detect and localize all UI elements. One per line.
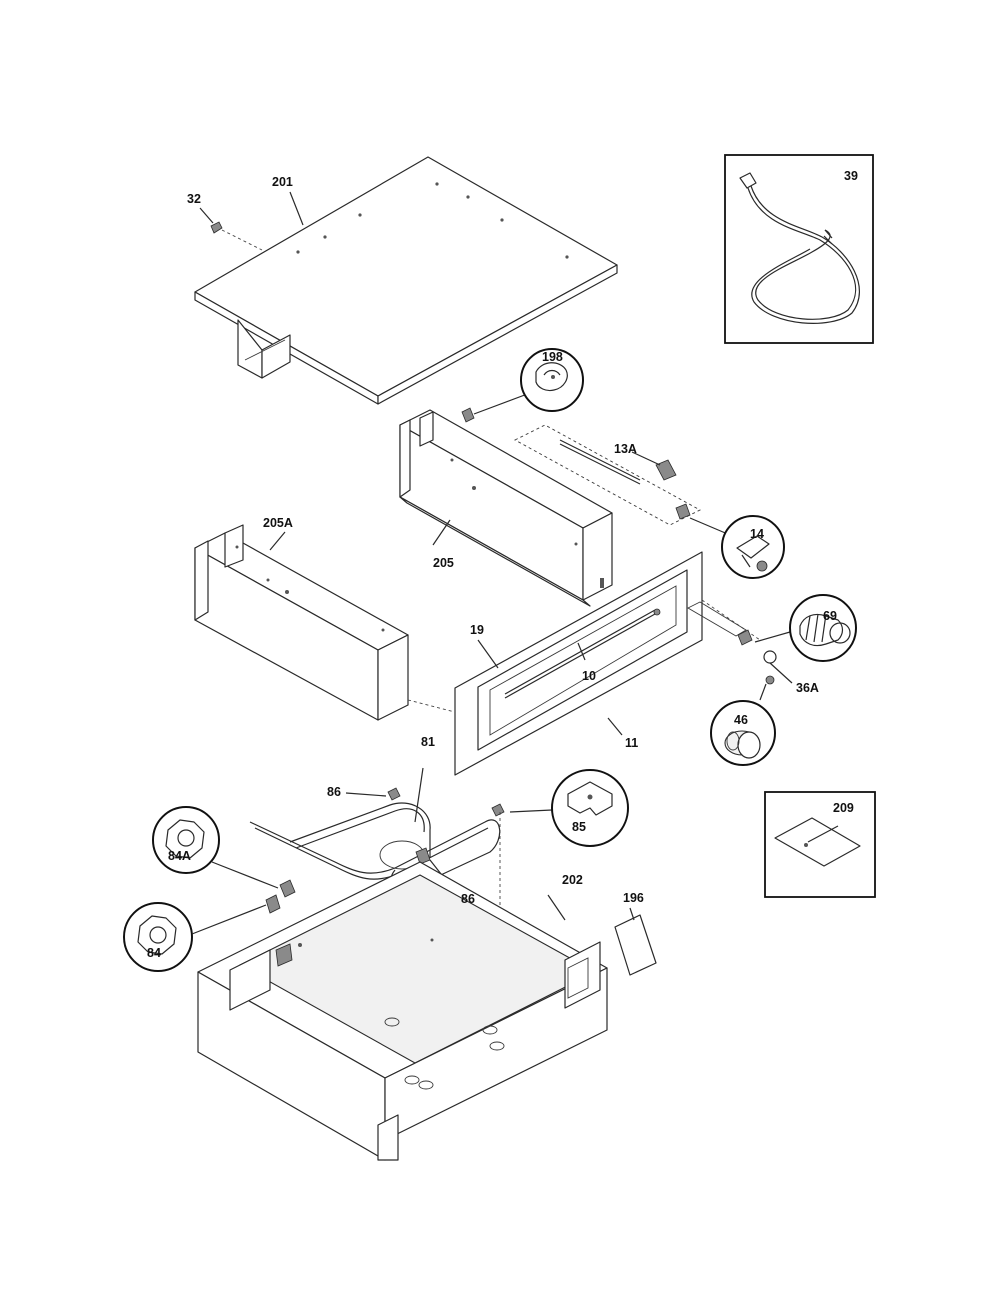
label-81: 81 — [421, 735, 435, 749]
top-panel-201 — [194, 156, 618, 405]
label-201: 201 — [272, 175, 293, 189]
label-205a: 205A — [263, 516, 293, 530]
clip-85-callout — [551, 769, 629, 847]
label-14: 14 — [750, 527, 764, 541]
receptacle-84a-callout — [152, 806, 279, 889]
part-labels: 32 201 39 198 13A 14 205A 205 19 10 11 6… — [147, 169, 858, 960]
hardware-69-36a-46 — [687, 601, 793, 701]
front-panel-19 — [454, 551, 703, 776]
clip-198 — [461, 348, 584, 423]
label-198: 198 — [542, 350, 563, 364]
box-202 — [197, 861, 608, 1161]
label-69: 69 — [823, 609, 837, 623]
button-46-callout — [710, 700, 776, 766]
sensor-14-callout — [721, 515, 785, 579]
label-86-lower: 86 — [461, 892, 475, 906]
label-85: 85 — [572, 820, 586, 834]
label-13a: 13A — [614, 442, 637, 456]
bracket-205a — [194, 524, 409, 721]
label-205: 205 — [433, 556, 454, 570]
label-84a: 84A — [168, 849, 191, 863]
cover-196 — [614, 907, 657, 976]
label-202: 202 — [562, 873, 583, 887]
screw-69-callout — [789, 594, 857, 662]
inset-39-power-cord — [724, 154, 874, 344]
label-209: 209 — [833, 801, 854, 815]
bracket-205 — [399, 409, 613, 607]
label-36a: 36A — [796, 681, 819, 695]
label-39: 39 — [844, 169, 858, 183]
inset-209 — [764, 791, 876, 898]
label-84: 84 — [147, 946, 161, 960]
label-10: 10 — [582, 669, 596, 683]
screw-32 — [199, 207, 263, 251]
label-196: 196 — [623, 891, 644, 905]
receptacle-84-callout — [123, 902, 267, 972]
label-19: 19 — [470, 623, 484, 637]
label-11: 11 — [625, 736, 638, 750]
thermostat-13a — [514, 424, 731, 536]
label-32: 32 — [187, 192, 201, 206]
label-86-upper: 86 — [327, 785, 341, 799]
label-46: 46 — [734, 713, 748, 727]
